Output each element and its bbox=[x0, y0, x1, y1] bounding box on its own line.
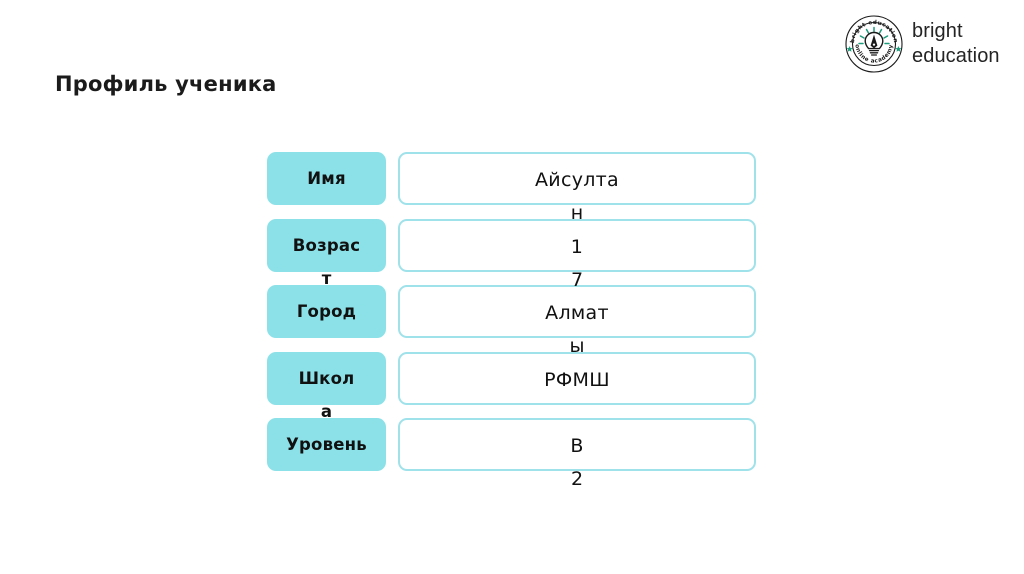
profile-label-cell: Возрас bbox=[267, 218, 386, 272]
brand-wordmark: bright education bbox=[912, 19, 1000, 69]
brand-wordmark-line1: bright bbox=[912, 20, 963, 42]
profile-value-cell: B bbox=[398, 418, 756, 471]
profile-label-cell: Город bbox=[267, 285, 386, 338]
profile-value-cell: РФМШ bbox=[398, 351, 756, 405]
table-row: Уровень B 2 bbox=[267, 418, 756, 490]
profile-value-text: B bbox=[570, 435, 584, 457]
profile-label-text: Имя bbox=[307, 169, 346, 188]
profile-value-cell: 1 bbox=[398, 218, 756, 272]
profile-label-overflow: а bbox=[320, 401, 333, 421]
profile-value-overflow: ы bbox=[569, 335, 585, 357]
profile-value-overflow: 2 bbox=[570, 468, 584, 490]
profile-label-text: Школ bbox=[298, 368, 355, 388]
table-row: Имя Айсулта н bbox=[267, 152, 756, 224]
profile-label-text: Уровень bbox=[286, 435, 367, 454]
student-profile-table: Имя Айсулта н Возрас т 1 7 Город Алмат ы… bbox=[267, 152, 756, 490]
bright-education-badge-icon: bright education online academy bbox=[845, 15, 903, 73]
table-row: Город Алмат ы bbox=[267, 285, 756, 357]
profile-label-cell: Имя bbox=[267, 152, 386, 205]
profile-value-text: Айсулта bbox=[535, 169, 619, 191]
profile-value-cell: Айсулта bbox=[398, 152, 756, 205]
profile-value-text: Алмат bbox=[545, 302, 609, 324]
profile-label-text: Возрас bbox=[292, 235, 361, 255]
profile-value-text: 1 bbox=[570, 235, 584, 258]
profile-value-overflow: н bbox=[570, 202, 584, 224]
page-title: Профиль ученика bbox=[55, 72, 277, 96]
profile-value-cell: Алмат bbox=[398, 285, 756, 338]
brand-logo: bright education online academy bbox=[845, 8, 1024, 80]
profile-label-cell: Уровень bbox=[267, 418, 386, 471]
table-row: Школ а РФМШ bbox=[267, 351, 756, 421]
profile-value-overflow: 7 bbox=[570, 268, 584, 291]
table-row: Возрас т 1 7 bbox=[267, 218, 756, 291]
profile-label-text: Город bbox=[296, 302, 357, 321]
brand-wordmark-line2: education bbox=[912, 45, 1000, 67]
profile-label-cell: Школ bbox=[267, 351, 386, 405]
profile-label-overflow: т bbox=[321, 268, 332, 288]
profile-value-text: РФМШ bbox=[544, 368, 610, 391]
